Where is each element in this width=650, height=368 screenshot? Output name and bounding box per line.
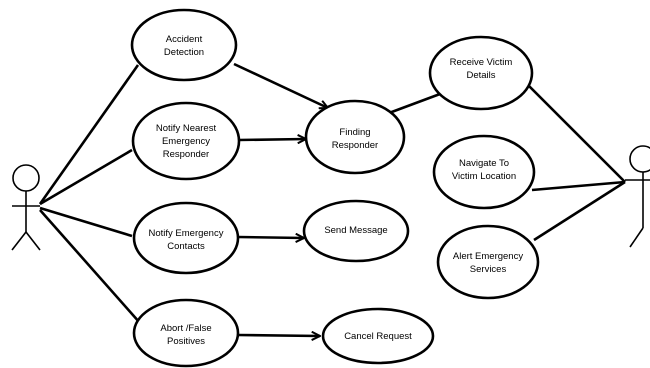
arrow-abort-cancel — [237, 335, 320, 336]
send-message-label: Send Message — [324, 225, 387, 236]
navigate-line-2: Victim Location — [452, 171, 516, 182]
actor-responder — [625, 145, 650, 248]
finding-responder-line-2: Responder — [332, 140, 378, 151]
use-case-cancel-request: Cancel Request — [321, 307, 435, 365]
arrow-detection-finding — [233, 62, 328, 108]
use-case-finding-responder: Finding Responder — [304, 99, 406, 175]
accident-detection-line-1: Accident — [166, 34, 203, 45]
finding-responder-line-1: Finding — [339, 127, 370, 138]
alert-services-line-1: Alert Emergency — [453, 251, 523, 262]
abort-line-2: Positives — [167, 336, 205, 347]
edge-actor-notify-contacts — [39, 206, 133, 238]
alert-services-line-2: Services — [470, 264, 507, 275]
use-case-abort: Abort /False Positives — [132, 298, 240, 368]
navigate-line-1: Navigate To — [459, 158, 509, 169]
right-actor-associations — [388, 81, 626, 242]
receive-details-line-2: Details — [466, 70, 495, 81]
use-case-navigate: Navigate To Victim Location — [432, 134, 536, 210]
edge-alert-actor — [533, 180, 626, 242]
abort-line-1: Abort /False — [160, 323, 211, 334]
use-case-accident-detection: Accident Detection — [130, 8, 238, 82]
receive-details-line-1: Receive Victim — [450, 57, 513, 68]
edge-actor-accident-detection — [38, 64, 140, 205]
use-case-send-message: Send Message — [302, 199, 410, 263]
edge-navigate-actor — [531, 180, 626, 192]
notify-responder-line-1: Notify Nearest — [156, 123, 217, 134]
arrow-notify-finding — [237, 139, 306, 140]
edge-finding-receive — [388, 92, 441, 115]
use-case-alert-services: Alert Emergency Services — [436, 224, 540, 300]
notify-contacts-line-2: Contacts — [167, 241, 205, 252]
use-case-receive-details: Receive Victim Details — [428, 35, 534, 111]
actor-user — [11, 164, 41, 251]
use-case-notify-responder: Notify Nearest Emergency Responder — [131, 101, 241, 181]
left-actor-associations — [38, 64, 141, 324]
edge-actor-notify-responder — [39, 148, 133, 206]
use-case-notify-contacts: Notify Emergency Contacts — [132, 201, 240, 275]
notify-responder-line-3: Responder — [163, 149, 209, 160]
cancel-request-label: Cancel Request — [344, 331, 412, 342]
accident-detection-line-2: Detection — [164, 47, 204, 58]
notify-contacts-line-1: Notify Emergency — [149, 228, 224, 239]
arrow-contacts-send — [237, 237, 304, 238]
include-arrows — [233, 62, 328, 336]
notify-responder-line-2: Emergency — [162, 136, 210, 147]
edge-actor-abort — [39, 209, 141, 324]
edge-receive-actor — [524, 81, 626, 183]
